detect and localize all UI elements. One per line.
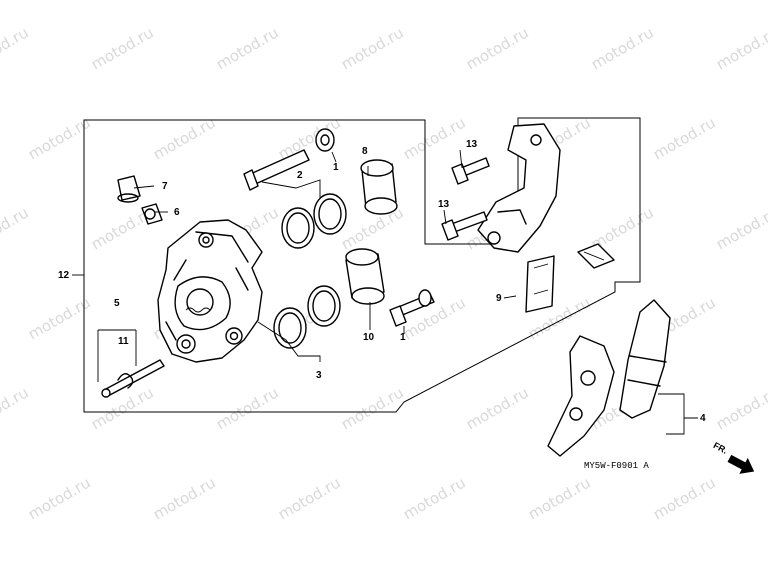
bracket-bolt-lower	[441, 211, 488, 241]
watermark-text: motod.ru	[713, 23, 768, 73]
callout-label: 11	[118, 336, 129, 347]
callout-label: 2	[297, 170, 303, 181]
leader-lines	[72, 149, 517, 362]
callout-label: 8	[362, 146, 368, 157]
caliper-body	[157, 219, 263, 363]
watermark-text: motod.ru	[338, 23, 407, 73]
watermark-text: motod.ru	[400, 113, 469, 163]
piston-seal-upper-pair	[281, 193, 347, 249]
watermark-text: motod.ru	[150, 473, 219, 523]
watermark-text: motod.ru	[213, 383, 282, 433]
watermark-text: motod.ru	[213, 23, 282, 73]
callout-label: 5	[114, 298, 120, 309]
watermark-text: motod.ru	[650, 473, 719, 523]
watermark-text: motod.ru	[0, 23, 32, 73]
callout-label: 3	[316, 370, 322, 381]
watermark-text: motod.ru	[25, 113, 94, 163]
watermark-text: motod.ru	[463, 23, 532, 73]
pad-pin	[101, 359, 165, 398]
watermark-text: motod.ru	[588, 23, 657, 73]
leader-lines-pads	[658, 393, 698, 435]
leader-lines-pin	[97, 329, 137, 382]
watermark-text: motod.ru	[0, 203, 32, 253]
callout-label: 10	[363, 332, 375, 343]
watermark-text: motod.ru	[25, 473, 94, 523]
caliper-pin-lower	[389, 289, 435, 327]
direction-label: FR.	[712, 440, 729, 456]
pin-boot-upper	[315, 128, 335, 152]
caliper-bracket	[477, 123, 561, 253]
callout-label: 13	[438, 199, 450, 210]
bleeder-cap	[117, 175, 141, 203]
caliper-assembly-frame	[83, 117, 641, 413]
watermark-text: motod.ru	[463, 383, 532, 433]
watermark-text: motod.ru	[150, 113, 219, 163]
piston-upper	[360, 159, 398, 215]
watermark-layer: motod.ru motod.ru motod.ru motod.ru motod.ru…	[0, 23, 768, 523]
callout-label: 1	[333, 162, 339, 173]
callout-label: 13	[466, 139, 478, 150]
diagram-code: MY5W-F0901 A	[584, 461, 649, 471]
watermark-text: motod.ru	[88, 23, 157, 73]
watermark-text: motod.ru	[713, 203, 768, 253]
piston-lower	[345, 248, 385, 305]
arrow-icon	[727, 454, 755, 474]
pad-spring	[577, 243, 615, 269]
watermark-text: motod.ru	[650, 113, 719, 163]
watermark-text: motod.ru	[275, 473, 344, 523]
watermark-text: motod.ru	[338, 383, 407, 433]
front-direction-arrow: FR.	[712, 440, 755, 474]
piston-seal-lower-pair	[273, 285, 341, 349]
caliper-pin-upper	[243, 149, 310, 191]
watermark-text: motod.ru	[400, 473, 469, 523]
brake-pad-rear	[547, 335, 615, 457]
bracket-bolt-upper	[451, 157, 490, 185]
watermark-text: motod.ru	[25, 293, 94, 343]
watermark-text: motod.ru	[0, 383, 32, 433]
pad-retainer	[525, 255, 555, 313]
watermark-text: motod.ru	[400, 293, 469, 343]
bleeder-screw	[141, 203, 163, 225]
callout-label: 12	[58, 270, 70, 281]
callout-label: 4	[700, 413, 706, 424]
watermark-text: motod.ru	[88, 383, 157, 433]
watermark-text: motod.ru	[713, 383, 768, 433]
brake-pad-front	[619, 299, 671, 419]
callout-label: 1	[400, 332, 406, 343]
watermark-text: motod.ru	[525, 473, 594, 523]
callout-label: 9	[496, 293, 502, 304]
pad-pin-clip	[117, 373, 134, 389]
callout-label: 7	[162, 181, 168, 192]
callout-label: 6	[174, 207, 180, 218]
